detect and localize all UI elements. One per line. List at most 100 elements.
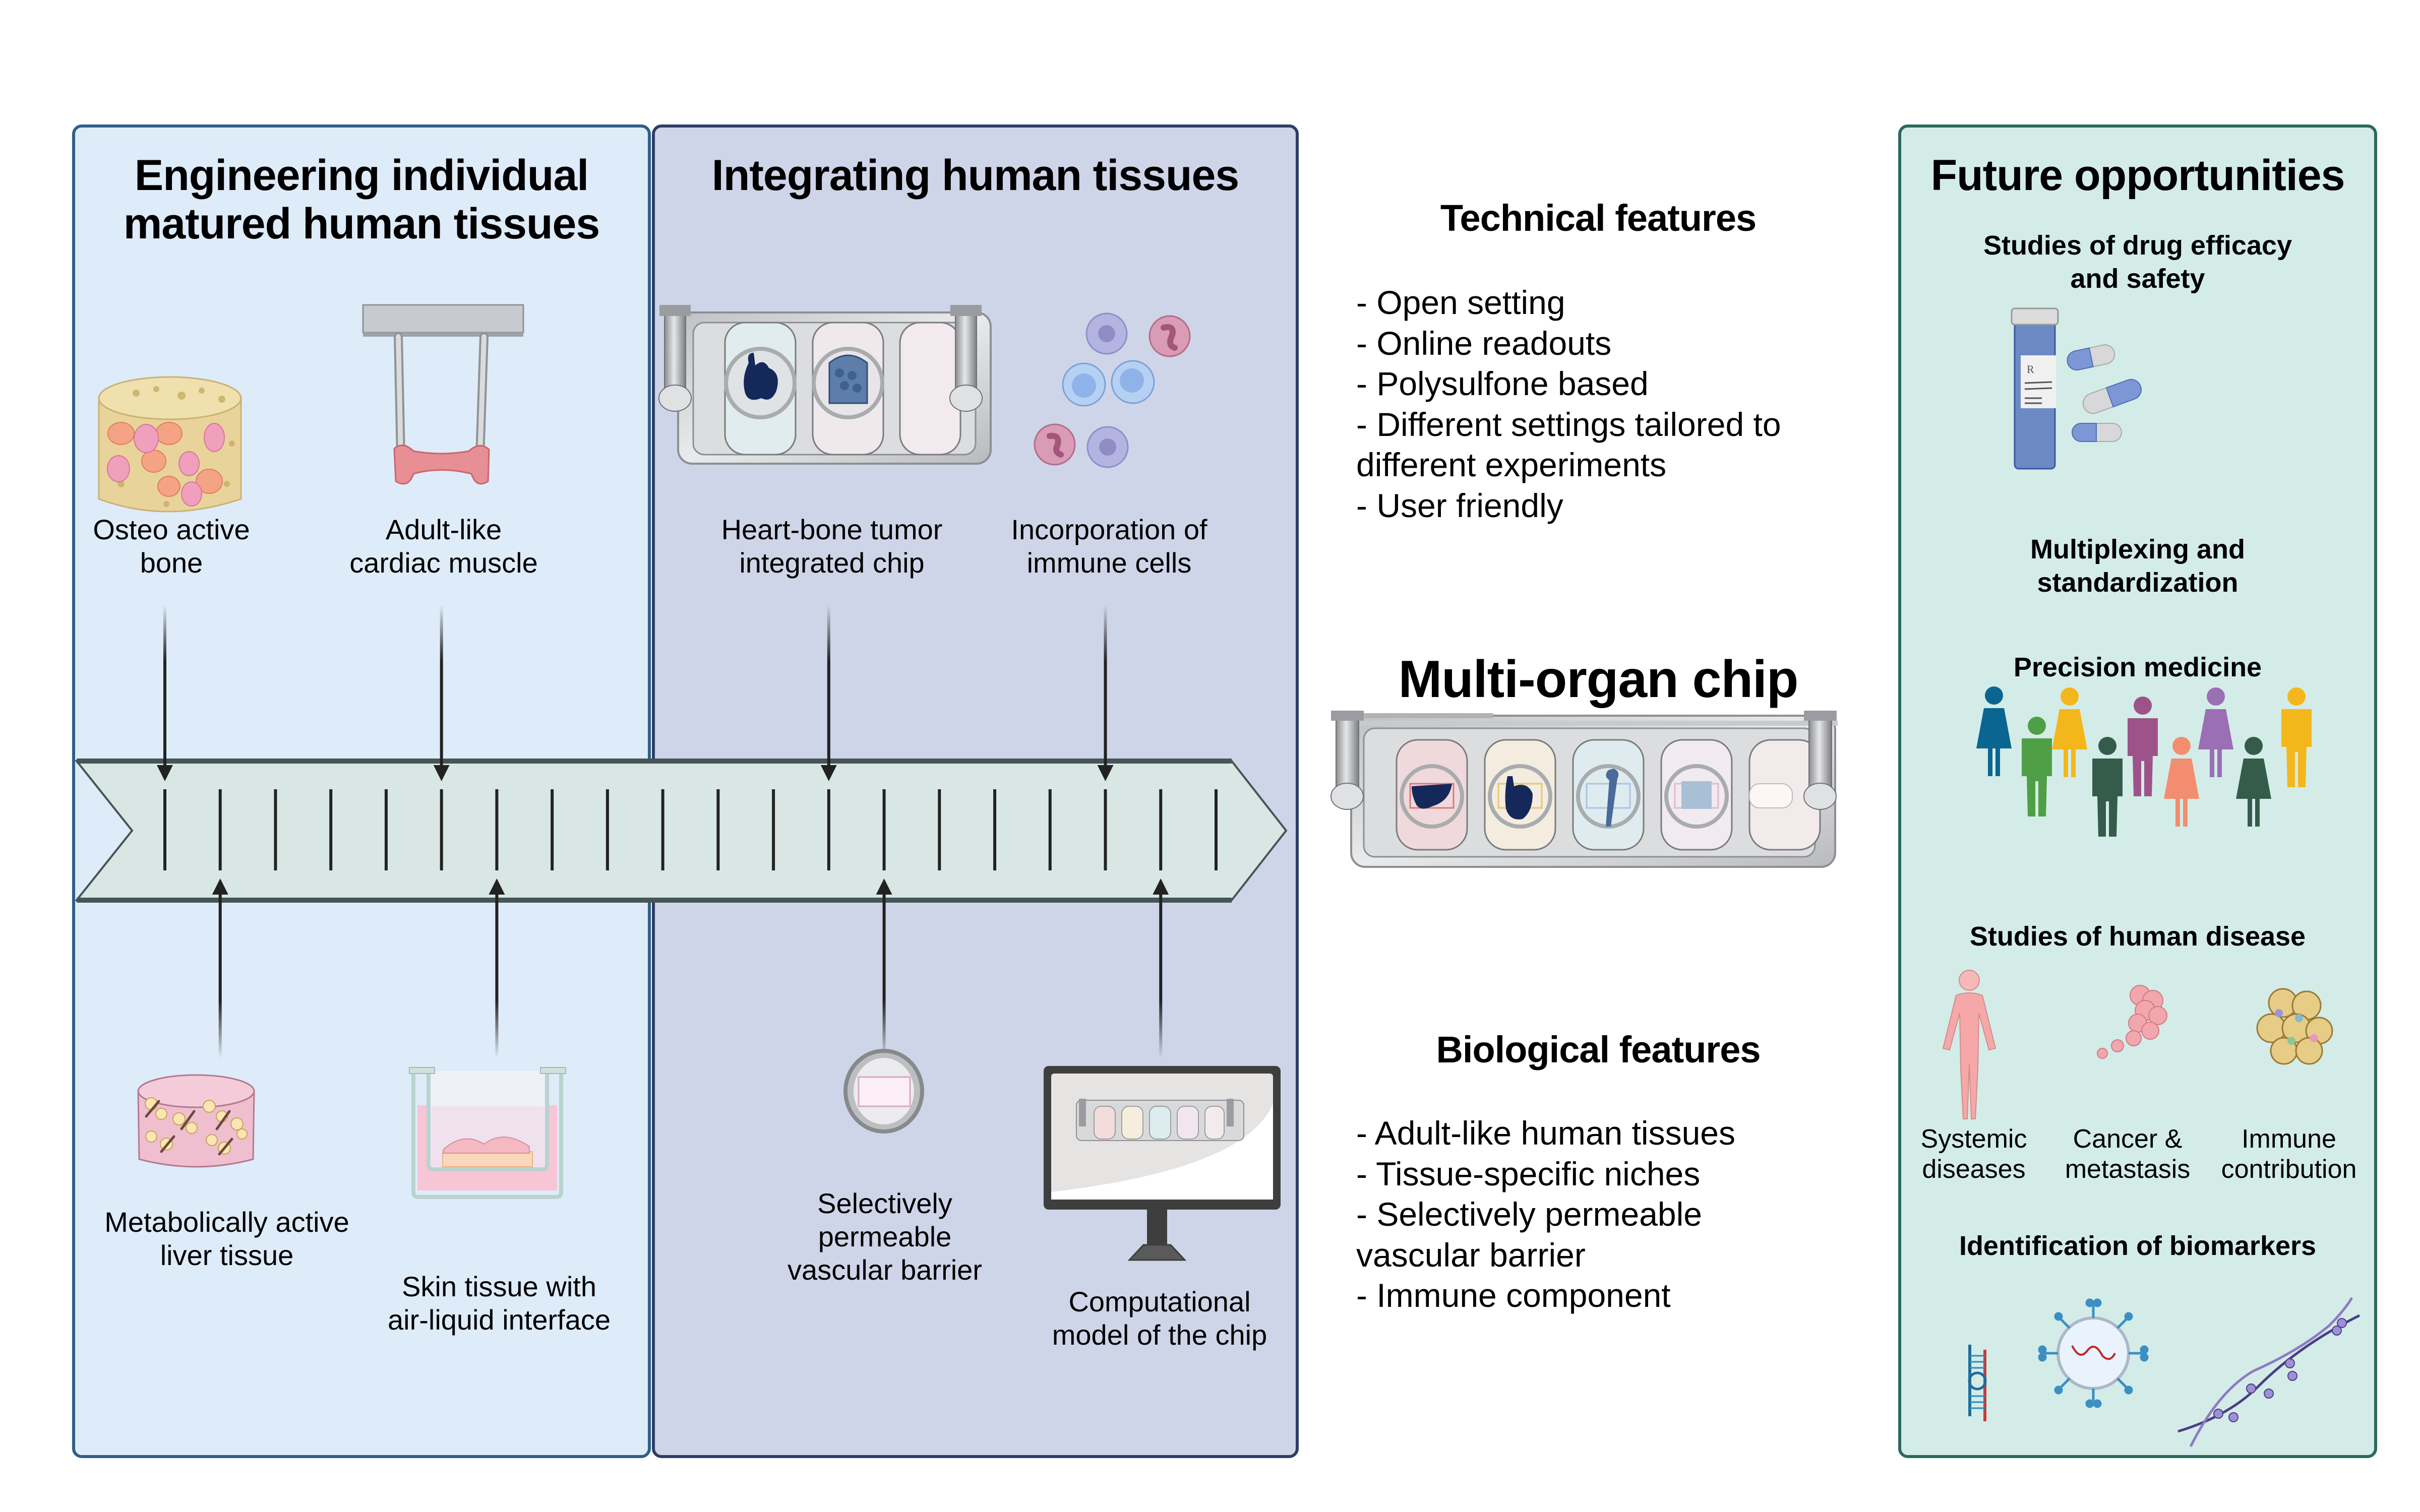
chip-well-heart (1484, 739, 1556, 851)
label-line: Metabolically active (104, 1206, 349, 1238)
section-line: standardization (2037, 567, 2238, 598)
future-section-multiplexing: Multiplexing and standardization (1900, 533, 2376, 600)
label-line: Cancer & (2073, 1124, 2183, 1154)
label-line: diseases (1922, 1155, 2026, 1184)
section-line: and safety (2070, 263, 2205, 294)
transwell-skin-icon (409, 1067, 566, 1199)
label-line: cardiac muscle (349, 547, 538, 579)
timeline-arrows (157, 605, 1169, 1058)
diverse-people-icon (1976, 686, 2312, 837)
cardiac-muscle-posts-icon (362, 304, 524, 485)
label-line: Skin tissue with (402, 1271, 596, 1302)
feature-line: - Selectively permeable (1356, 1195, 1702, 1233)
biological-features-title: Biological features (1436, 1029, 1761, 1070)
feature-line: - User friendly (1356, 486, 1563, 524)
label-vascular-barrier: Selectively permeable vascular barrier (766, 1187, 1003, 1287)
monitor-chip-icon (1044, 1066, 1281, 1261)
label-line: Heart-bone tumor (721, 514, 943, 545)
person-female-icon (2052, 687, 2087, 777)
label-line: Osteo active (93, 514, 250, 545)
liver-icon (1412, 784, 1452, 809)
feature-line: - Adult-like human tissues (1356, 1114, 1736, 1152)
immune-cells-icon (1034, 312, 1191, 468)
feature-line: - Open setting (1356, 284, 1565, 321)
multi-organ-chip-icon (1330, 711, 1838, 868)
arrow-down-icon (1097, 605, 1114, 781)
heart-bone-chip-icon (658, 305, 992, 465)
feature-line: - Tissue-specific niches (1356, 1155, 1701, 1192)
membrane-insert-icon (843, 1049, 924, 1133)
bone-icon (1606, 769, 1619, 827)
label-line: Incorporation of (1011, 514, 1207, 545)
rx-symbol: R (2027, 363, 2034, 375)
person-female-icon (2198, 687, 2233, 777)
panel-future-title: Future opportunities (1930, 151, 2345, 200)
person-female-icon (2164, 737, 2199, 827)
arrow-down-icon (820, 605, 837, 781)
arrow-up-icon (489, 878, 505, 1058)
label-line: Computational (1068, 1286, 1251, 1317)
section-line: Studies of drug efficacy (1983, 230, 2292, 261)
person-male-icon (2281, 687, 2312, 787)
biological-features-list: - Adult-like human tissues - Tissue-spec… (1356, 1113, 1891, 1316)
chip-well-liver (1396, 739, 1468, 851)
future-section-biomarkers: Identification of biomarkers (1959, 1231, 2317, 1261)
label-line: liver tissue (160, 1239, 294, 1272)
arrow-up-icon (212, 878, 228, 1058)
feature-line: - Online readouts (1356, 324, 1612, 362)
label-line: model of the chip (1052, 1319, 1267, 1351)
timeline-ticks (163, 789, 1218, 870)
label-line: vascular barrier (788, 1254, 982, 1286)
chip-well-bone (1572, 739, 1645, 851)
liver-tissue-icon (137, 1074, 255, 1168)
feature-line: - Polysulfone based (1356, 365, 1649, 403)
future-section-precision-medicine: Precision medicine (2013, 652, 2262, 682)
technical-features-list: - Open setting - Online readouts - Polys… (1356, 282, 1891, 526)
skin-icon (1681, 781, 1712, 809)
label-cancer-metastasis: Cancer & metastasis (2052, 1124, 2203, 1185)
panel-integrating-title: Integrating human tissues (711, 151, 1239, 200)
person-male-icon (2022, 717, 2052, 816)
label-liver-tissue: Metabolically active liver tissue (76, 1206, 378, 1272)
label-line: air-liquid interface (388, 1304, 611, 1336)
label-heart-bone-chip: Heart-bone tumor integrated chip (701, 513, 963, 580)
chip-well-empty (1748, 739, 1821, 851)
label-line: Systemic (1920, 1124, 2027, 1154)
arrow-down-icon (433, 605, 450, 781)
technical-features-title: Technical features (1440, 197, 1757, 239)
label-systemic-diseases: Systemic diseases (1911, 1124, 2037, 1185)
chip-well-skin (1660, 739, 1733, 851)
person-female-icon (1976, 686, 2012, 776)
label-line: permeable (818, 1221, 952, 1253)
future-section-human-disease: Studies of human disease (1969, 921, 2306, 952)
person-female-icon (2236, 737, 2271, 827)
multi-organ-chip-title: Multi-organ chip (1398, 650, 1799, 709)
arrow-up-icon (876, 878, 892, 1058)
label-osteo-bone: Osteo active bone (66, 513, 277, 580)
feature-line: vascular barrier (1356, 1236, 1586, 1274)
label-line: Adult-like (385, 514, 502, 545)
label-line: metastasis (2065, 1155, 2191, 1184)
title-line: matured human tissues (123, 200, 600, 248)
label-cardiac-muscle: Adult-like cardiac muscle (333, 513, 555, 580)
label-computational-model: Computational model of the chip (1034, 1285, 1286, 1352)
human-body-icon (1942, 970, 1996, 1119)
label-line: bone (140, 547, 203, 579)
label-line: immune cells (1026, 547, 1192, 579)
arrow-down-icon (157, 605, 173, 781)
exosome-icon (2038, 1298, 2149, 1408)
label-line: Selectively (817, 1187, 952, 1219)
label-skin-tissue: Skin tissue with air-liquid interface (363, 1270, 635, 1337)
protein-strand-icon (2177, 1297, 2361, 1447)
person-male-icon (2092, 737, 2123, 837)
tumor-metastasis-icon (2097, 985, 2167, 1059)
dna-hairpin-icon (1968, 1345, 1987, 1421)
panel-engineering-title: Engineering individual matured human tis… (74, 151, 649, 248)
feature-line: - Immune component (1356, 1277, 1671, 1314)
bone-scaffold-icon (98, 376, 242, 513)
label-line: Immune (2242, 1124, 2336, 1154)
future-section-drug-studies: Studies of drug efficacy and safety (1900, 229, 2376, 296)
label-line: contribution (2221, 1155, 2357, 1184)
immune-tissue-icon (2256, 988, 2333, 1065)
